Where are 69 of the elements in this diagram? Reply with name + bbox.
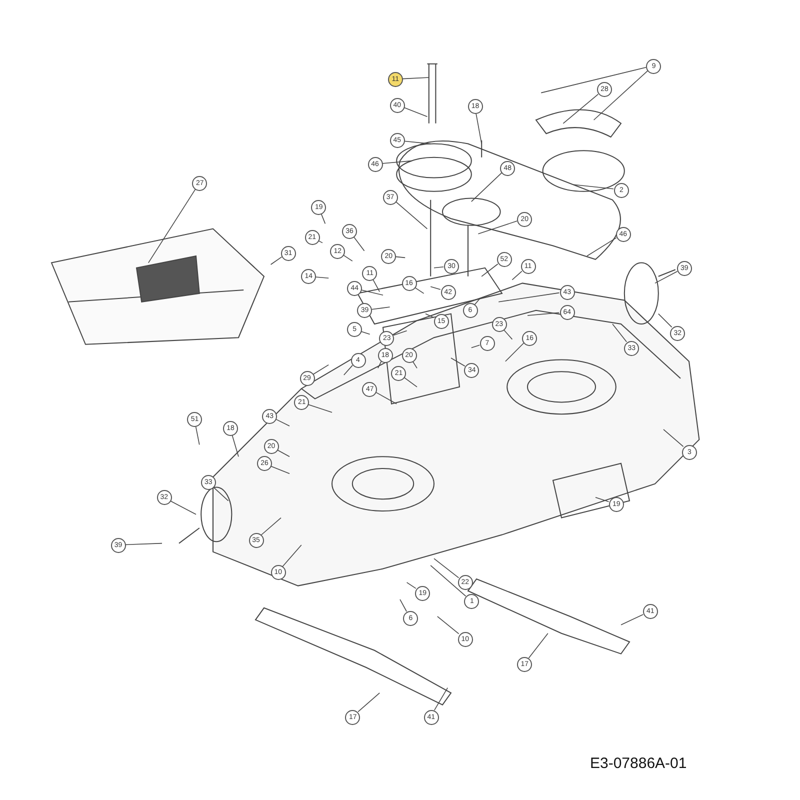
leader-line — [586, 237, 617, 256]
leader-line — [260, 517, 282, 536]
leader-line — [430, 565, 466, 597]
leader-line — [124, 542, 162, 546]
leader-line — [403, 107, 428, 117]
leader-line — [170, 500, 196, 515]
leader-line — [471, 172, 502, 202]
leader-line — [528, 633, 548, 658]
leader-line — [353, 236, 365, 252]
leader-line — [434, 266, 444, 268]
drawing-number: E3-07886A-01 — [590, 755, 687, 772]
leader-line — [562, 94, 599, 124]
leader-line — [595, 497, 610, 502]
leader-line — [277, 450, 290, 457]
leader-line — [342, 254, 353, 262]
leader-line — [270, 256, 282, 265]
leader-line — [478, 220, 518, 234]
leader-line — [195, 426, 200, 446]
leader-line — [540, 67, 646, 94]
leader-line — [358, 692, 380, 712]
leader-line — [213, 486, 229, 502]
leader-line — [414, 287, 424, 294]
leader-line — [270, 466, 290, 474]
leader-line — [395, 201, 428, 230]
leader-line — [434, 687, 448, 711]
leader-line — [360, 331, 370, 335]
leader-line — [402, 77, 430, 80]
leader-line — [404, 377, 418, 388]
leader-line — [406, 582, 416, 589]
leader-line — [498, 292, 560, 302]
leader-line — [361, 290, 384, 296]
leader-line — [308, 404, 332, 413]
leader-line — [395, 256, 406, 258]
leader-line — [320, 213, 326, 224]
leader-line — [505, 342, 524, 362]
leader-line — [275, 418, 290, 426]
leader-line — [378, 360, 382, 369]
leader-line — [344, 364, 353, 376]
leader-line — [315, 276, 329, 278]
leader-line — [232, 434, 239, 457]
leader-line — [312, 364, 329, 375]
leader-line — [612, 324, 627, 342]
leader-line — [282, 544, 302, 567]
leader-line — [450, 358, 466, 366]
leader-line — [620, 614, 644, 626]
leader-line — [471, 344, 480, 348]
leader-line — [474, 298, 480, 306]
leader-line — [376, 392, 397, 404]
leader-line — [527, 312, 560, 316]
leader-line — [658, 313, 672, 328]
leader-line — [430, 286, 441, 290]
leader-line — [382, 160, 412, 164]
leader-line — [573, 184, 614, 190]
leader-line — [400, 599, 407, 612]
leader-line — [512, 270, 522, 280]
leader-line — [393, 330, 408, 336]
leader-line — [654, 271, 678, 284]
leader-line — [425, 313, 434, 318]
leader-line — [434, 558, 460, 578]
leader-line — [593, 70, 648, 120]
leader-line — [503, 329, 513, 340]
leader-line — [437, 616, 460, 634]
leader-line — [663, 429, 684, 447]
leader-line — [481, 264, 498, 277]
leader-line — [476, 113, 482, 144]
leader-line — [148, 188, 196, 264]
leader-line — [404, 140, 431, 144]
leader-line — [371, 306, 390, 310]
leader-line — [372, 279, 380, 292]
